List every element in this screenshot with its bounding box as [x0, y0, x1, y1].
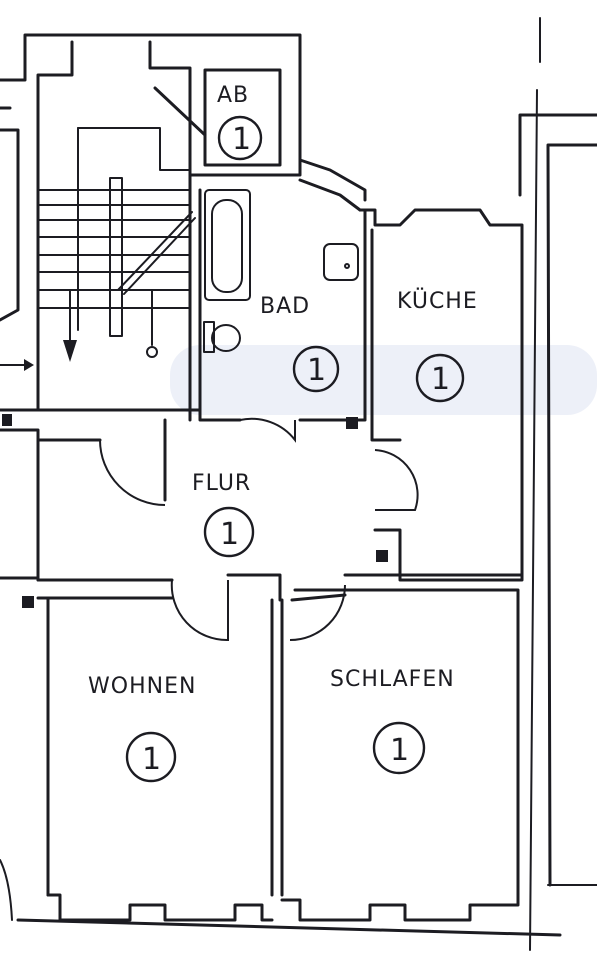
toilet-tank [203, 321, 215, 353]
socket-icon [2, 414, 12, 426]
room-count: 1 [307, 353, 326, 388]
room-count: 1 [142, 742, 161, 777]
room-name: BAD [260, 294, 310, 319]
living-walls [0, 588, 562, 937]
count-badge [372, 721, 426, 775]
sockets [2, 414, 388, 608]
room-schlafen: SCHLAFEN 1 [330, 667, 455, 775]
socket-icon [376, 550, 388, 562]
entry-arrow-icon [24, 359, 34, 371]
count-badge [415, 353, 465, 403]
socket-icon [22, 596, 34, 608]
toilet-bowl [211, 324, 241, 352]
hall-walls [36, 418, 524, 602]
right-building-walls [518, 17, 597, 951]
room-name: FLUR [192, 471, 251, 496]
room-name: AB [217, 83, 249, 108]
count-badge [217, 115, 263, 161]
scan-smear [170, 345, 597, 415]
room-wohnen: WOHNEN 1 [88, 674, 196, 783]
room-name: KÜCHE [397, 288, 478, 314]
count-badge [292, 345, 340, 393]
washbasin [323, 243, 359, 281]
count-badge [203, 506, 255, 558]
room-count: 1 [390, 733, 409, 768]
stair-walls [0, 33, 302, 582]
bathtub [204, 189, 251, 301]
room-bad: BAD 1 [260, 294, 340, 393]
kitchen-walls [358, 208, 524, 582]
room-flur: FLUR 1 [192, 471, 255, 558]
room-ab: AB 1 [217, 83, 263, 161]
socket-icon [346, 417, 358, 429]
room-count: 1 [220, 517, 239, 552]
room-count: 1 [431, 362, 450, 397]
doors [99, 417, 419, 642]
staircase [0, 127, 196, 371]
bath-walls [153, 68, 367, 422]
count-badge [125, 731, 177, 783]
stair-arrow-icon [63, 340, 77, 362]
room-count: 1 [232, 122, 251, 157]
room-kueche: KÜCHE 1 [397, 288, 478, 403]
room-name: WOHNEN [88, 674, 196, 699]
bathtub-inner [211, 199, 243, 293]
room-name: SCHLAFEN [330, 667, 455, 692]
